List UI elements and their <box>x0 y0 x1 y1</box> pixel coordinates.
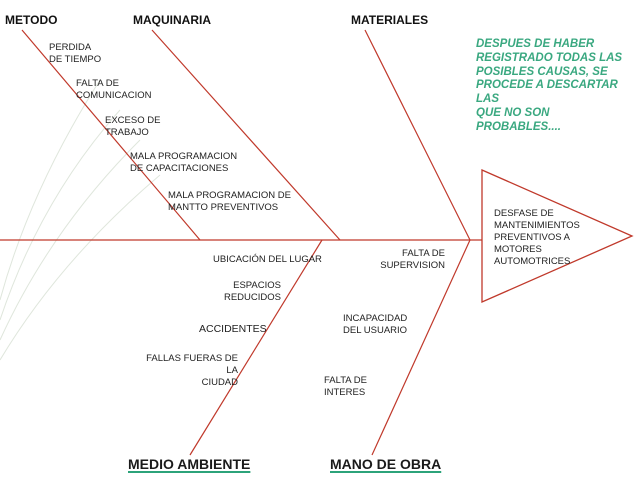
bone-metodo <box>21 29 201 241</box>
cause-espacios-reducidos: ESPACIOS REDUCIDOS <box>223 280 281 303</box>
decorative-strokes <box>0 79 161 361</box>
category-maquinaria: MAQUINARIA <box>133 13 211 27</box>
bone-maquinaria <box>151 29 341 241</box>
cause-falta-supervision: FALTA DE SUPERVISION <box>380 248 445 271</box>
cause-fallas-fuera-ciudad: FALLAS FUERAS DE LA CIUDAD <box>146 353 238 388</box>
category-mano-de-obra: MANO DE OBRA <box>330 456 442 472</box>
cause-mala-prog-mantto: MALA PROGRAMACION DE MANTTO PREVENTIVOS <box>168 190 291 213</box>
cause-mala-prog-capacitaciones: MALA PROGRAMACION DE CAPACITACIONES <box>130 151 238 174</box>
cause-incapacidad-usuario: INCAPACIDAD DEL USUARIO <box>343 313 408 336</box>
cause-falta-interes: FALTA DE INTERES <box>324 375 367 398</box>
effect-label: DESFASE DE MANTENIMIENTOS PREVENTIVOS A … <box>494 208 580 267</box>
note-text: DESPUES DE HABER REGISTRADO TODAS LAS PO… <box>476 38 623 133</box>
bone-mano-de-obra <box>371 239 471 456</box>
cause-ubicacion-lugar: UBICACIÓN DEL LUGAR <box>213 254 322 265</box>
bone-medio-ambiente <box>189 239 323 456</box>
category-materiales: MATERIALES <box>351 13 429 27</box>
cause-exceso-trabajo: EXCESO DE TRABAJO <box>105 115 161 138</box>
bone-materiales <box>364 29 471 241</box>
cause-accidentes: ACCIDENTES <box>199 323 267 335</box>
cause-falta-comunicacion: FALTA DE COMUNICACION <box>76 78 152 101</box>
category-metodo: METODO <box>5 13 58 27</box>
effect-head <box>481 169 634 303</box>
category-medio-ambiente: MEDIO AMBIENTE <box>128 456 251 472</box>
cause-perdida-tiempo: PERDIDA DE TIEMPO <box>49 42 102 65</box>
